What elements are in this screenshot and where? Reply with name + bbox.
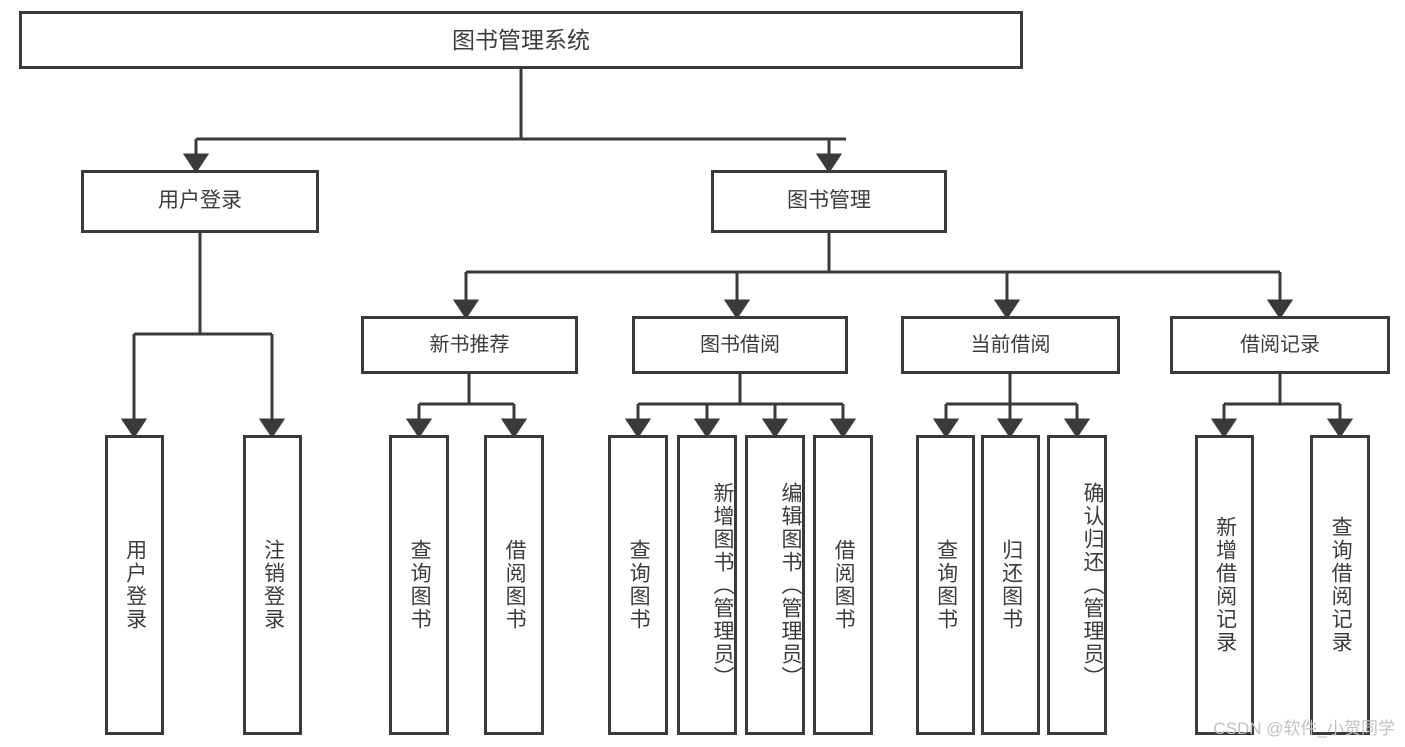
leaf-book-borrow-query-book[interactable]: 查询图书 xyxy=(608,435,668,735)
leaf-current-borrow-return-book[interactable]: 归还图书 xyxy=(981,435,1040,735)
leaf-book-borrow-edit-book-admin[interactable]: 编辑图书（管理员） xyxy=(745,435,805,735)
leaf-current-borrow-confirm-return-admin[interactable]: 确认归还（管理员） xyxy=(1047,435,1107,735)
leaf-borrow-record-query-record[interactable]: 查询借阅记录 xyxy=(1310,435,1370,735)
leaf-new-book-query-book[interactable]: 查询图书 xyxy=(389,435,449,735)
node-user-login[interactable]: 用户登录 xyxy=(81,170,319,233)
node-book-management[interactable]: 图书管理 xyxy=(711,170,947,233)
leaf-borrow-record-add-record[interactable]: 新增借阅记录 xyxy=(1195,435,1254,735)
node-borrow-record[interactable]: 借阅记录 xyxy=(1170,316,1390,374)
leaf-user-login-signout[interactable]: 注销登录 xyxy=(243,435,302,735)
leaf-book-borrow-add-book-admin[interactable]: 新增图书（管理员） xyxy=(677,435,737,735)
leaf-user-login-signin[interactable]: 用户登录 xyxy=(105,435,164,735)
leaf-current-borrow-query-book[interactable]: 查询图书 xyxy=(916,435,975,735)
node-book-borrow[interactable]: 图书借阅 xyxy=(632,316,848,374)
leaf-book-borrow-borrow-book[interactable]: 借阅图书 xyxy=(813,435,873,735)
node-root-system[interactable]: 图书管理系统 xyxy=(19,11,1023,69)
node-current-borrow[interactable]: 当前借阅 xyxy=(901,316,1120,374)
node-new-book-recommend[interactable]: 新书推荐 xyxy=(361,316,578,374)
leaf-new-book-borrow-book[interactable]: 借阅图书 xyxy=(484,435,544,735)
